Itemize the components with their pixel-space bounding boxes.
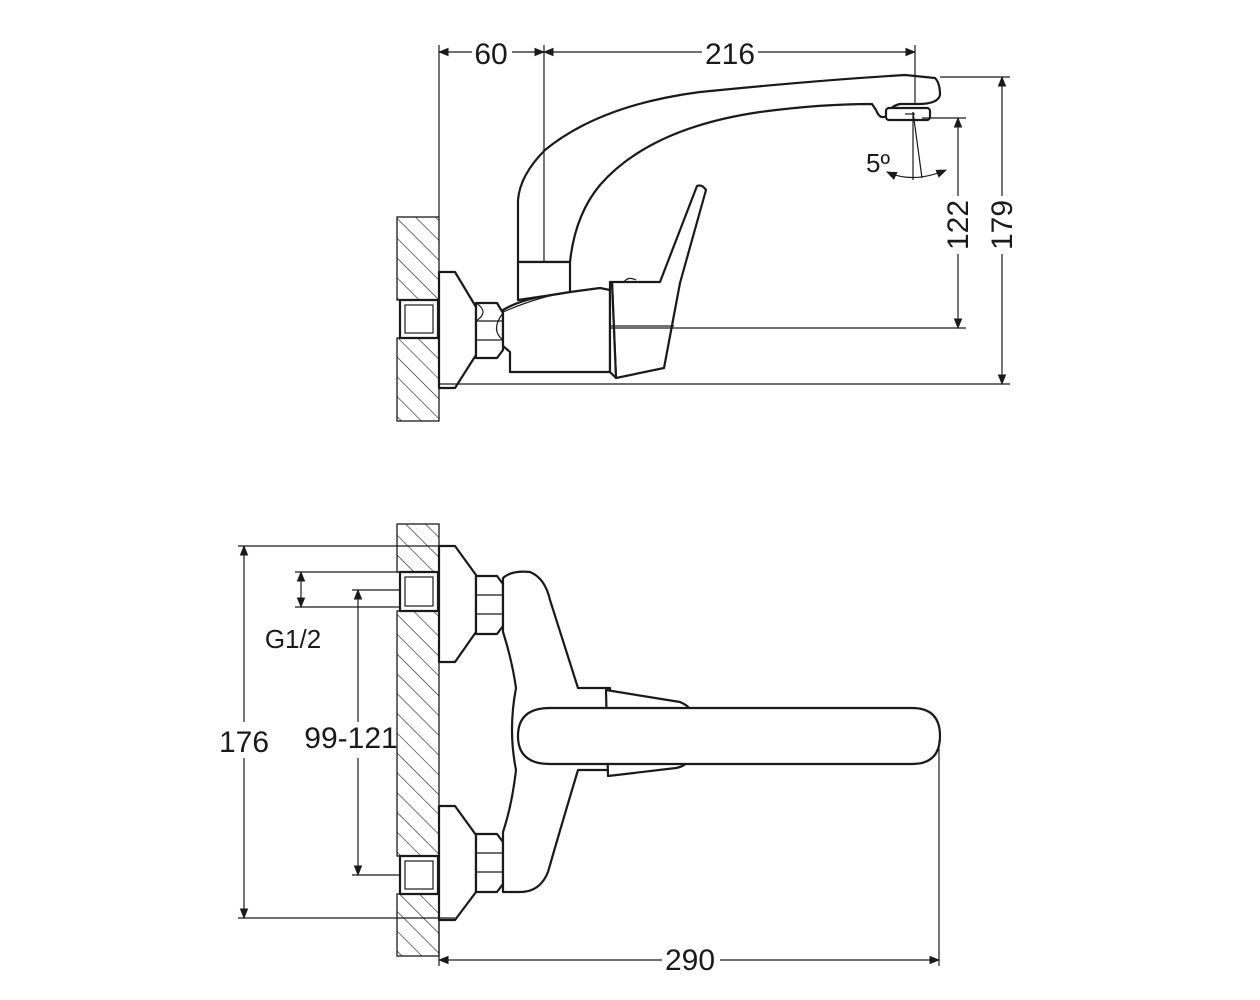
front-dim-projection: 290	[437, 740, 941, 977]
front-dim-thread: G1/2	[265, 570, 400, 654]
front-spout	[516, 706, 942, 766]
side-dim-total-height: 179	[439, 75, 1019, 386]
front-view: G1/2 176 99-121 290	[215, 523, 942, 977]
dim-front-height-label: 176	[219, 726, 269, 759]
side-wall-connector	[437, 270, 478, 390]
dim-total-height-label: 179	[986, 200, 1019, 250]
front-upper-connector	[437, 544, 478, 664]
dim-centers-label: 99-121	[304, 722, 397, 755]
front-lower-nut	[474, 832, 505, 894]
front-dim-centers: 99-121	[304, 588, 400, 877]
side-lever-handle	[610, 184, 708, 380]
side-spout-column	[516, 73, 942, 264]
side-hex-nut	[474, 301, 505, 360]
dim-thread-label: G1/2	[265, 624, 321, 654]
front-wall-section	[396, 523, 440, 957]
side-dim-top: 60 216	[437, 36, 917, 262]
dim-offset-label: 60	[474, 38, 507, 71]
front-upper-nut	[474, 574, 505, 636]
side-view: 60 216 5º 122 179	[396, 36, 1019, 422]
side-dim-spout-height: 122	[610, 116, 975, 330]
dim-projection-label: 290	[665, 944, 715, 977]
front-dim-total-height: 176	[215, 544, 455, 920]
dim-spout-height-label: 122	[942, 200, 975, 250]
dim-angle-label: 5º	[866, 148, 890, 178]
side-wall-section	[396, 216, 440, 422]
front-lower-connector	[437, 804, 478, 922]
side-dim-angle: 5º	[866, 111, 947, 180]
dim-reach-label: 216	[705, 38, 755, 71]
